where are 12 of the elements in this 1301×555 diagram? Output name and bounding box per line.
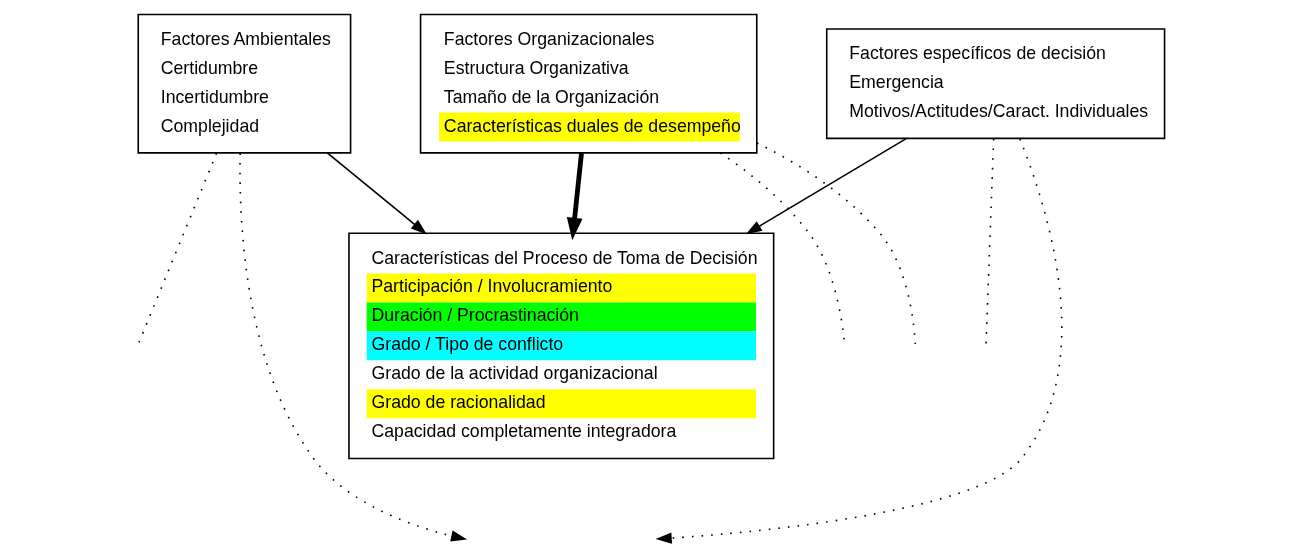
node-box: Factores Ambientales Certidumbre Incertidumbre Complejidad xyxy=(136,13,351,154)
node-box: Factores Organizacionales Estructura Organizativa Tamaño de la Organización Características duales de desempeño xyxy=(419,13,758,154)
node-box: Factores específicos de decisión Emergencia Motivos/Actitudes/Caract. Individuales xyxy=(825,28,1165,140)
arrow xyxy=(238,152,467,542)
arrow xyxy=(325,152,427,235)
arrow xyxy=(745,137,907,235)
arrow xyxy=(566,153,584,241)
connector xyxy=(136,152,217,345)
node-box: Características del Proceso de Toma de Decisión Participación / Involucramiento Duración / Procrastinación Grado / Tipo de conflicto Grado de la actividad organizacional Grado de racionalidad Capacidad completamente integradora xyxy=(347,232,774,460)
connector xyxy=(755,142,916,345)
arrow xyxy=(655,138,1063,544)
connector xyxy=(984,138,994,345)
